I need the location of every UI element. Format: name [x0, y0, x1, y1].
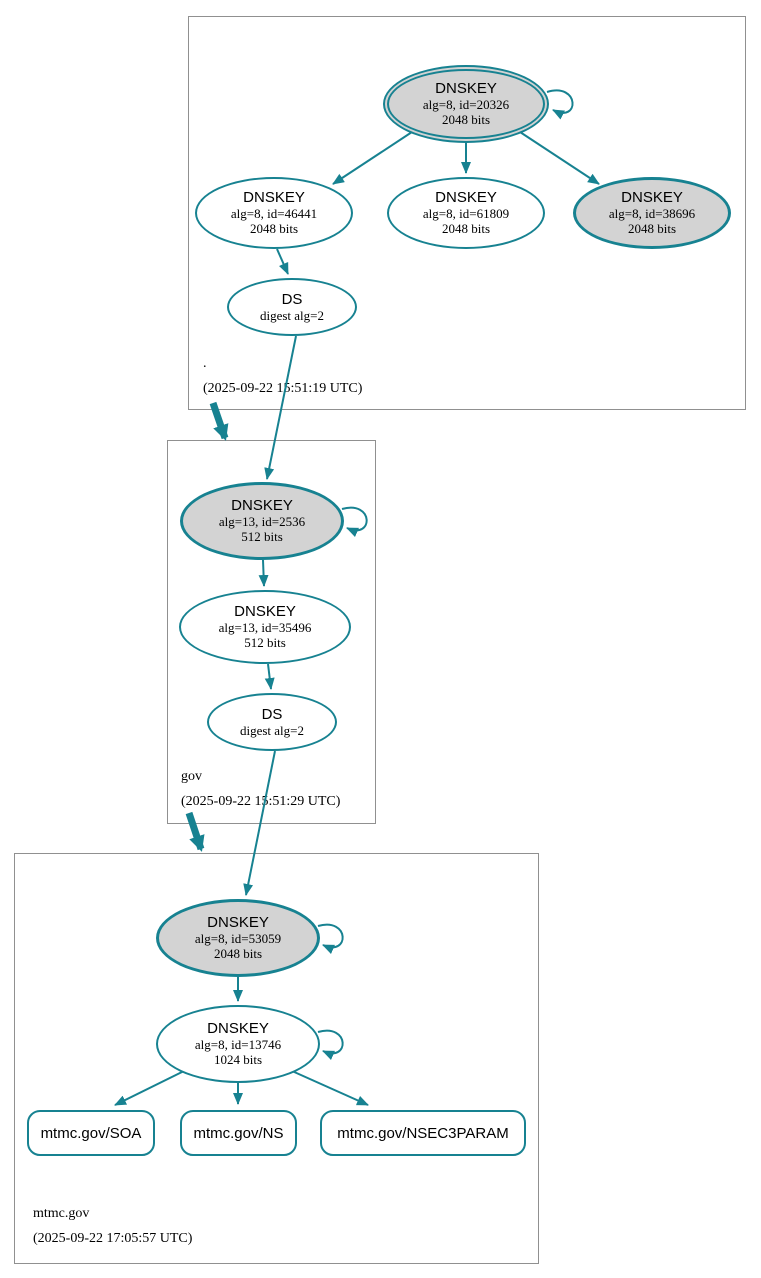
node-dnskey-13746: DNSKEY alg=8, id=13746 1024 bits	[156, 1005, 320, 1083]
node-title: DS	[261, 705, 283, 723]
rrset-label: mtmc.gov/SOA	[40, 1124, 142, 1142]
zone-label-root: .	[203, 356, 207, 371]
node-title: DNSKEY	[435, 80, 497, 97]
node-title: DNSKEY	[243, 189, 305, 206]
rrset-label: mtmc.gov/NSEC3PARAM	[337, 1124, 509, 1142]
node-title: DNSKEY	[621, 189, 683, 206]
node-attrs: digest alg=2	[259, 307, 325, 323]
node-dnskey-61809: DNSKEY alg=8, id=61809 2048 bits	[387, 177, 545, 249]
node-dnskey-53059: DNSKEY alg=8, id=53059 2048 bits	[156, 899, 320, 977]
node-title: DNSKEY	[435, 189, 497, 206]
node-attrs: alg=13, id=35496	[218, 620, 312, 635]
node-title: DS	[281, 290, 303, 308]
node-attrs: alg=8, id=46441	[230, 206, 318, 221]
node-dnskey-38696: DNSKEY alg=8, id=38696 2048 bits	[573, 177, 731, 249]
node-size: 2048 bits	[441, 112, 491, 127]
zone-label-mtmc-gov: mtmc.gov	[33, 1206, 90, 1221]
node-dnskey-35496: DNSKEY alg=13, id=35496 512 bits	[179, 590, 351, 664]
node-size: 2048 bits	[249, 221, 299, 236]
node-rrset-mtmc-gov-nsec3param: mtmc.gov/NSEC3PARAM	[320, 1110, 526, 1156]
node-title: DNSKEY	[234, 603, 296, 620]
node-dnskey-46441: DNSKEY alg=8, id=46441 2048 bits	[195, 177, 353, 249]
node-dnskey-20326: DNSKEY alg=8, id=20326 2048 bits	[383, 65, 549, 143]
node-attrs: alg=13, id=2536	[218, 514, 306, 529]
node-ds-root: DS digest alg=2	[227, 278, 357, 336]
node-attrs: alg=8, id=13746	[194, 1037, 282, 1052]
node-attrs: alg=8, id=61809	[422, 206, 510, 221]
node-title: DNSKEY	[231, 497, 293, 514]
node-size: 2048 bits	[441, 221, 491, 236]
node-size: 512 bits	[241, 529, 283, 544]
zone-timestamp-gov: (2025-09-22 15:51:29 UTC)	[181, 794, 341, 809]
zone-label-gov: gov	[181, 769, 202, 784]
node-title: DNSKEY	[207, 1020, 269, 1037]
node-size: 1024 bits	[213, 1052, 263, 1067]
node-size: 2048 bits	[627, 221, 677, 236]
node-rrset-mtmc-gov-ns: mtmc.gov/NS	[180, 1110, 297, 1156]
node-attrs: digest alg=2	[239, 722, 305, 738]
node-rrset-mtmc-gov-soa: mtmc.gov/SOA	[27, 1110, 155, 1156]
node-dnskey-2536: DNSKEY alg=13, id=2536 512 bits	[180, 482, 344, 560]
zone-timestamp-mtmc-gov: (2025-09-22 17:05:57 UTC)	[33, 1231, 193, 1246]
node-size: 512 bits	[244, 635, 286, 650]
node-size: 2048 bits	[213, 946, 263, 961]
node-attrs: alg=8, id=53059	[194, 931, 282, 946]
node-attrs: alg=8, id=20326	[422, 97, 510, 112]
zone-timestamp-root: (2025-09-22 15:51:19 UTC)	[203, 381, 363, 396]
rrset-label: mtmc.gov/NS	[193, 1124, 284, 1142]
node-attrs: alg=8, id=38696	[608, 206, 696, 221]
node-title: DNSKEY	[207, 914, 269, 931]
node-ds-gov: DS digest alg=2	[207, 693, 337, 751]
